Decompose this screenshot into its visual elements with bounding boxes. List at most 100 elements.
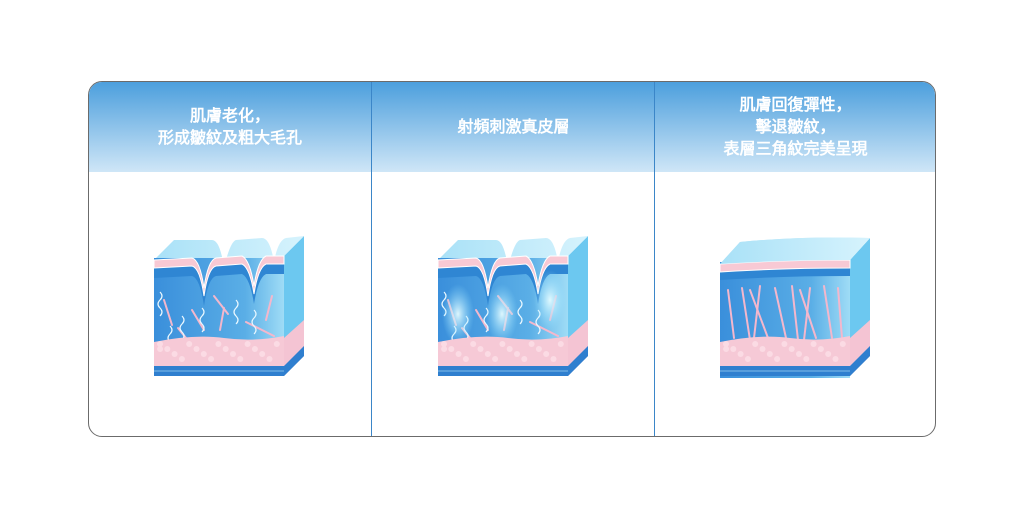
collagen-fiber: [798, 289, 817, 339]
fat-cell: [222, 346, 229, 352]
fat-cell: [498, 341, 505, 347]
fat-cell: [839, 341, 846, 347]
header-line: 肌膚老化，: [189, 106, 270, 125]
rf-energy-glow: [485, 284, 518, 344]
collagen-fiber: [245, 321, 275, 337]
collagen-fiber: [219, 307, 225, 331]
fat-cell: [200, 351, 207, 357]
fat-cell: [193, 346, 200, 352]
collagen-fiber: [474, 309, 489, 331]
fat-cell: [751, 341, 758, 347]
collagen-fiber: [726, 289, 735, 339]
fat-cell: [535, 346, 542, 352]
smooth-surface: [719, 237, 870, 264]
skin-illustration-smooth: [719, 237, 870, 378]
fat-cell: [513, 351, 520, 357]
fat-cell: [759, 346, 765, 352]
elastin-fiber: [157, 291, 163, 317]
fat-cell: [477, 346, 483, 352]
fat-cell: [528, 341, 535, 347]
collagen-fiber: [213, 295, 229, 315]
side-base: [849, 346, 870, 376]
fat-cell: [722, 346, 729, 352]
panel-restored: 肌膚回復彈性， 擊退皺紋， 表層三角紋完美呈現: [654, 82, 935, 436]
skin-illustration-treated: [437, 236, 588, 376]
fat-cell: [186, 341, 193, 347]
fat-cell: [455, 351, 462, 357]
fat-cell: [259, 351, 266, 357]
fat-cell: [557, 341, 564, 347]
fat-cell: [817, 346, 824, 352]
comparison-panel: 肌膚老化， 形成皺紋及粗大毛孔 射頻刺激真皮層 肌膚回復彈性， 擊退皺紋， 表層…: [88, 81, 936, 437]
skin-illustration-wrinkled: [154, 236, 304, 376]
collagen-fiber: [836, 287, 843, 339]
collagen-fiber: [822, 285, 833, 339]
stratum-layer: [437, 256, 568, 306]
fat-layer: [437, 336, 568, 366]
collagen-fiber: [752, 285, 761, 339]
fat-cell: [157, 341, 163, 347]
fat-cell: [802, 356, 809, 362]
fat-cell: [744, 356, 751, 362]
fat-cell: [491, 356, 498, 362]
fat-cell: [484, 351, 491, 357]
fat-cell: [178, 356, 185, 362]
collagen-fiber: [191, 309, 205, 331]
epidermis-pink-layer: [154, 255, 285, 297]
fat-cell: [550, 356, 556, 362]
elastin-fiber: [233, 299, 239, 325]
header-line: 肌膚回復彈性，: [739, 95, 852, 114]
collagen-fiber: [740, 287, 751, 341]
fat-cell: [208, 356, 215, 362]
fat-cell: [440, 346, 447, 352]
collagen-fiber: [790, 285, 799, 341]
elastin-fiber: [516, 299, 523, 325]
panel-rf-treatment: 射頻刺激真皮層: [371, 82, 655, 436]
collagen-fiber: [163, 299, 173, 326]
panel-header: 射頻刺激真皮層: [372, 82, 655, 172]
header-line: 表層三角紋完美呈現: [723, 139, 868, 158]
rf-energy-glow: [441, 284, 474, 344]
fat-cell: [810, 341, 817, 347]
fat-cell: [780, 341, 787, 347]
fat-cell: [237, 356, 244, 362]
fat-cell: [244, 341, 251, 347]
fat-cell: [737, 351, 744, 357]
fat-cell: [469, 341, 476, 347]
header-line: 擊退皺紋，: [755, 117, 836, 136]
header-line: 射頻刺激真皮層: [457, 117, 570, 136]
elastin-fiber: [199, 307, 205, 333]
fat-cell: [171, 351, 178, 357]
fat-cell: [722, 341, 729, 347]
fat-cell: [795, 351, 802, 357]
fat-cell: [773, 356, 780, 362]
header-line: 形成皺紋及粗大毛孔: [157, 128, 302, 147]
epidermis-top: [154, 236, 304, 288]
fat-cell: [266, 356, 273, 362]
fat-cell: [447, 346, 454, 352]
elastin-fiber: [251, 309, 257, 335]
fat-cell: [230, 351, 236, 357]
stratum-layer: [154, 256, 284, 306]
epidermis-top: [437, 236, 588, 288]
fat-cell: [157, 346, 164, 352]
fat-cell: [520, 356, 527, 362]
fat-layer: [154, 336, 284, 366]
fat-layer: [719, 336, 850, 366]
fat-cell: [788, 346, 795, 352]
fat-cell: [273, 341, 280, 347]
fat-cell: [729, 346, 736, 352]
collagen-fiber: [177, 327, 187, 339]
collagen-fiber: [748, 289, 769, 339]
collagen-fiber: [265, 295, 273, 321]
fat-cell: [462, 356, 469, 362]
epidermis-pink-layer: [437, 255, 568, 297]
collagen-fiber: [528, 321, 559, 337]
fat-cell: [215, 341, 222, 347]
side-base: [567, 346, 588, 376]
panel-aging: 肌膚老化， 形成皺紋及粗大毛孔: [89, 82, 371, 436]
collagen-fiber: [773, 287, 787, 339]
elastin-fiber: [179, 315, 185, 341]
fat-cell: [440, 341, 447, 347]
fat-cell: [506, 346, 513, 352]
